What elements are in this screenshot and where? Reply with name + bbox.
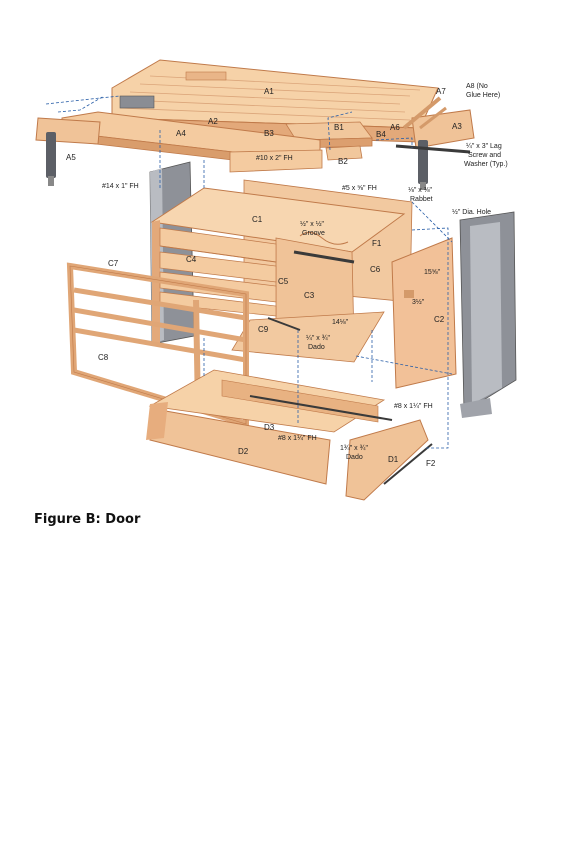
labels: A1 A2 A3 A4 A5 A6 A7 A8 (No Glue Here) B… [66,83,508,468]
label-screw-10x2: #10 x 2" FH [256,155,293,162]
label-lag-1: ¼" x 3" Lag [466,143,502,150]
label-d2: D2 [238,447,249,456]
label-rabbet-2: Rabbet [410,196,433,203]
label-groove-2: Groove [302,230,325,237]
label-c5: C5 [278,277,289,286]
label-b4: B4 [376,130,386,139]
label-c6: C6 [370,265,381,274]
part-a3-vise-jaw [395,109,475,190]
label-c7: C7 [108,259,119,268]
label-a4: A4 [176,129,186,138]
label-dim-15: 15⅝" [424,269,441,276]
label-c3: C3 [304,291,315,300]
label-a7: A7 [436,87,446,96]
label-c8: C8 [98,353,109,362]
part-c2-side [391,237,457,389]
part-screw-strip [229,149,323,173]
label-c4: C4 [186,255,197,264]
label-a2: A2 [208,117,218,126]
label-dado134-2: Dado [346,454,363,461]
label-b2: B2 [338,157,348,166]
label-f1: F1 [372,239,382,248]
label-d3: D3 [264,423,275,432]
label-screw-8x114-b: #8 x 1¼" FH [278,435,317,442]
label-dado34-2: Dado [308,344,325,351]
exploded-diagram: A1 A2 A3 A4 A5 A6 A7 A8 (No Glue Here) B… [35,59,517,501]
part-c7-c8-door-frame [66,262,249,429]
label-a8-1: A8 (No [466,83,488,90]
label-c9: C9 [258,325,269,334]
figure-caption: Figure B: Door [34,512,141,527]
label-a1: A1 [264,87,274,96]
label-a3: A3 [452,122,462,131]
label-c2: C2 [434,315,445,324]
part-a5-vise-jaw [35,117,101,186]
label-screw-14x1: #14 x 1" FH [102,183,139,190]
label-dado134-1: 1¾" x ¾" [340,445,368,452]
label-screw-5x58: #5 x ⅝" FH [342,185,377,192]
label-hole: ½" Dia. Hole [452,208,491,216]
label-b1: B1 [334,123,344,132]
label-dim-3: 3½" [412,298,425,306]
part-b-cluster [285,121,373,161]
label-f2: F2 [426,459,436,468]
label-c1: C1 [252,215,263,224]
label-b3: B3 [264,129,274,138]
label-rabbet-1: ⅛" x ⅜" [408,187,433,194]
part-c1-carcass [150,187,406,346]
part-right-leg [459,211,517,418]
label-a5: A5 [66,153,76,162]
part-base-d [146,369,433,501]
label-dado34-1: ¼" x ¾" [306,335,331,342]
label-d1: D1 [388,455,399,464]
label-lag-2: Screw and [468,152,501,159]
label-a6: A6 [390,123,400,132]
label-lag-3: Washer (Typ.) [464,161,508,168]
label-groove-1: ½" x ½" [300,220,325,228]
guide-lines [45,95,453,449]
label-a8-2: Glue Here) [466,92,500,99]
label-dim-14: 14⅛" [332,319,349,326]
label-screw-8x114-a: #8 x 1¼" FH [394,403,433,410]
